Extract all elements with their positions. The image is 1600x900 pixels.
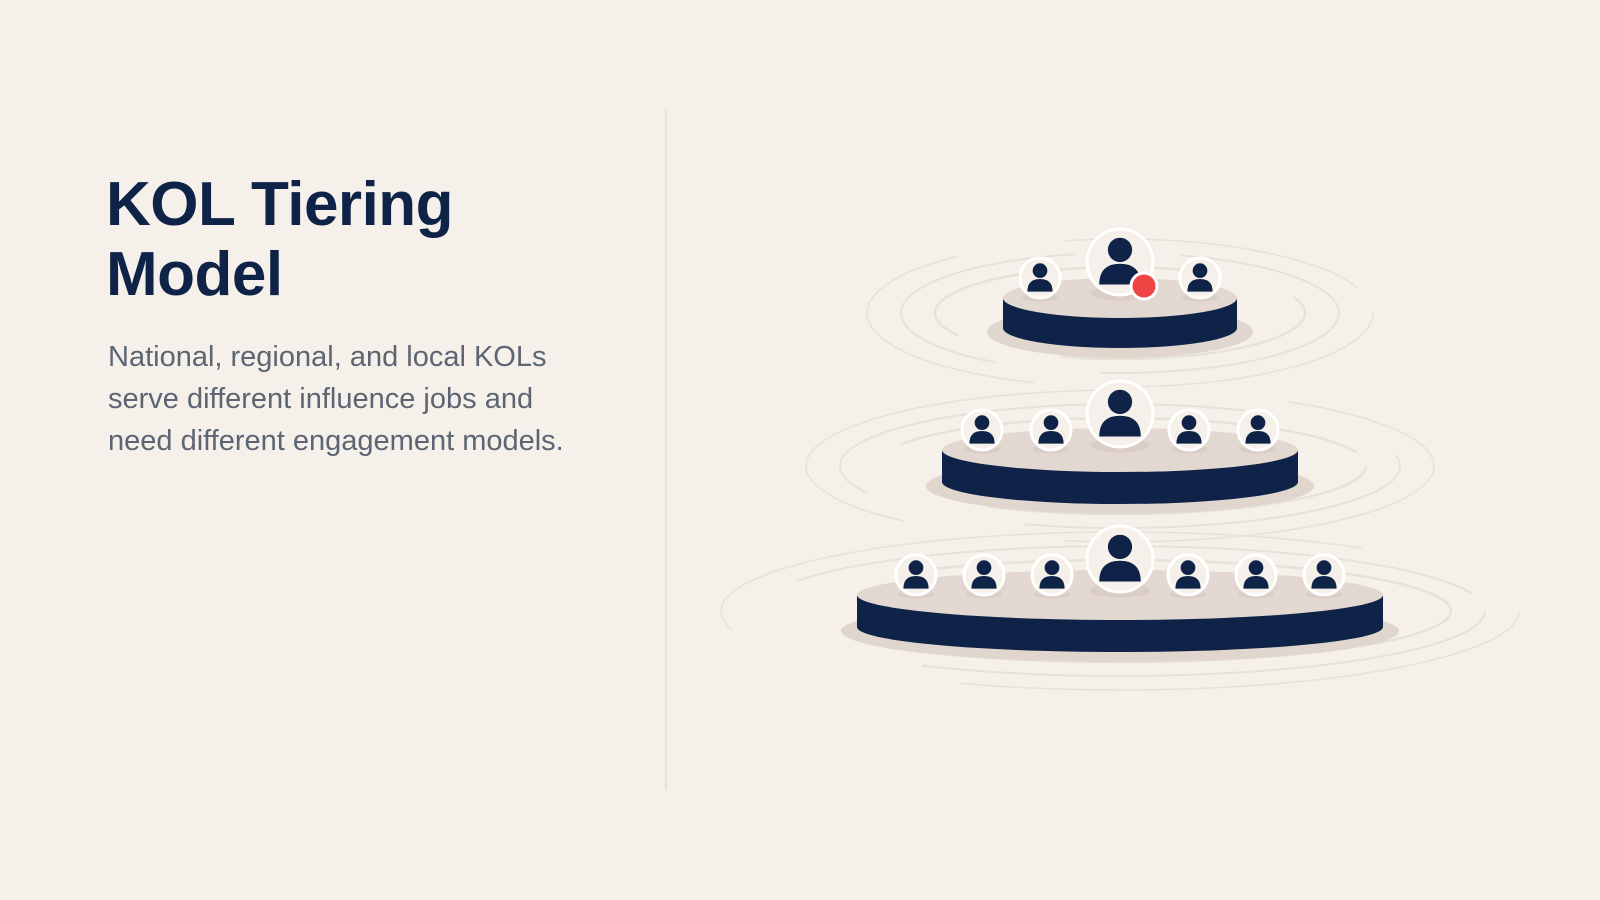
ripple-ring bbox=[900, 252, 1340, 374]
slide-title: KOL Tiering Model bbox=[106, 170, 626, 310]
text-panel: KOL Tiering Model National, regional, an… bbox=[106, 170, 626, 462]
subtitle-line-2: serve different influence jobs and bbox=[108, 383, 534, 415]
vertical-divider bbox=[665, 110, 667, 790]
kol-tier-diagram bbox=[720, 227, 1520, 691]
title-line-1: KOL Tiering bbox=[106, 170, 454, 239]
subtitle-line-1: National, regional, and local KOLs bbox=[108, 341, 547, 373]
subtitle-line-3: need different engagement models. bbox=[108, 425, 564, 457]
notification-dot-icon bbox=[1129, 271, 1159, 301]
tier-local bbox=[720, 524, 1520, 691]
tier-regional bbox=[805, 379, 1435, 543]
title-line-2: Model bbox=[106, 240, 283, 309]
slide-subtitle: National, regional, and local KOLs serve… bbox=[108, 336, 608, 462]
tier-national bbox=[866, 227, 1374, 388]
